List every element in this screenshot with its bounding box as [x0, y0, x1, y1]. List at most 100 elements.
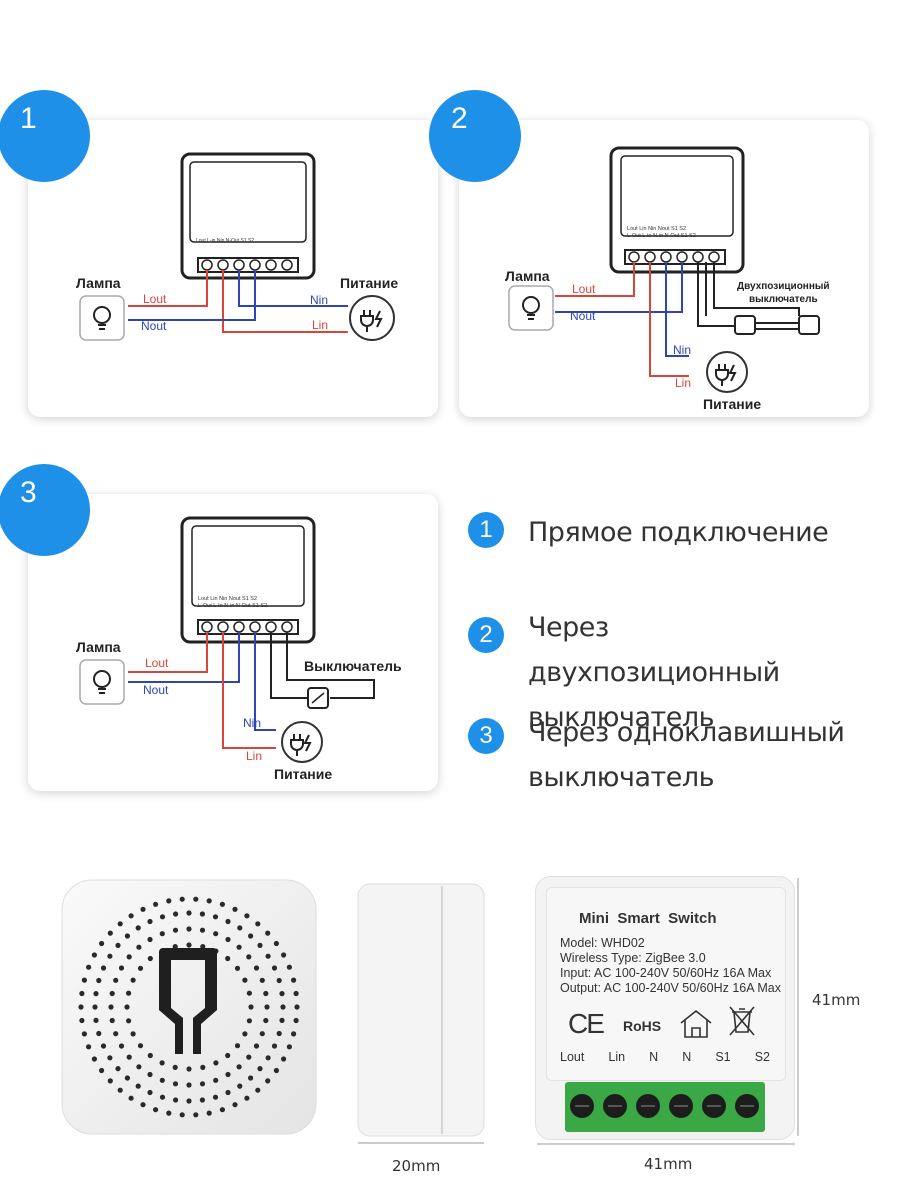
vent-hole	[172, 1081, 179, 1087]
vent-hole	[147, 955, 153, 962]
terminal-label: Lout	[560, 1050, 585, 1064]
vent-hole	[173, 911, 179, 917]
vent-hole	[140, 906, 146, 912]
vent-hole	[186, 1066, 192, 1072]
vent-hole	[117, 921, 123, 927]
vent-hole	[100, 965, 107, 971]
vent-hole	[136, 1064, 142, 1070]
label-plate	[546, 887, 786, 1081]
vent-hole	[237, 1083, 243, 1089]
vent-hole	[193, 1112, 199, 1118]
svg-text:L-Out L-in N-in N-Out S1 S2: L-Out L-in N-in N-Out S1 S2	[627, 233, 696, 239]
vent-hole	[264, 1004, 270, 1010]
terminal-label: S2	[754, 1050, 770, 1064]
diagram-card-3: 3 Lout Lin Nin Nout S1 S2 L-Out L-In N-i…	[0, 464, 438, 791]
product-side-view	[357, 883, 485, 1144]
vent-hole	[193, 896, 199, 902]
wiring-diagram-3: Lout Lin Nin Nout S1 S2 L-Out L-In N-in …	[79, 516, 375, 763]
vent-hole	[126, 990, 132, 996]
vent-hole	[213, 931, 219, 937]
vent-hole	[265, 930, 271, 936]
vent-hole	[199, 1097, 205, 1103]
vent-hole	[244, 913, 250, 919]
vent-hole	[172, 1064, 178, 1070]
wire-label-lin: Lin	[312, 318, 329, 332]
diagram-number-badge: 2	[429, 90, 521, 182]
wire-label-lout: Lout	[145, 656, 169, 670]
svg-text:Lout Lin Nin Nout S1 S2: Lout Lin Nin Nout S1 S2	[627, 226, 686, 232]
vent-hole	[265, 953, 271, 959]
vent-hole	[140, 1102, 146, 1108]
vent-hole	[109, 1017, 115, 1024]
vent-hole	[263, 1017, 269, 1024]
wire-label-lin: Lin	[675, 376, 692, 390]
vent-hole	[159, 914, 166, 920]
vent-hole	[96, 977, 102, 984]
vent-hole	[108, 1004, 114, 1010]
vent-hole	[126, 1054, 132, 1060]
bin-icon	[729, 1006, 755, 1036]
vent-hole	[91, 952, 97, 958]
vent-hole	[186, 910, 192, 916]
vent-hole	[124, 1075, 130, 1081]
vent-hole	[246, 954, 252, 960]
wire-label-nout: Nout	[570, 309, 596, 323]
vent-hole	[276, 977, 282, 984]
vent-hole	[115, 942, 121, 948]
dimension-height: 41mm	[812, 991, 861, 1009]
vent-hole	[118, 1043, 125, 1049]
vent-hole	[199, 1081, 206, 1087]
vent-hole	[173, 1097, 179, 1103]
vent-hole	[259, 977, 265, 983]
vent-hole	[128, 1095, 134, 1101]
vent-hole	[81, 977, 87, 983]
terminal-label: Lin	[608, 1050, 626, 1064]
vent-hole	[93, 1017, 99, 1023]
vent-hole	[81, 1031, 87, 1037]
vent-hole	[115, 1066, 121, 1072]
spec-wireless: Wireless Type: ZigBee 3.0	[560, 951, 706, 965]
vent-hole	[159, 931, 165, 937]
vent-hole	[135, 925, 141, 931]
vent-hole	[79, 990, 85, 997]
vent-hole	[147, 1089, 153, 1096]
vent-hole	[166, 1110, 172, 1116]
vent-hole	[271, 1043, 278, 1049]
legend-item-1: 1 Прямое подключение	[468, 510, 858, 555]
wire-label-nout: Nout	[143, 683, 169, 697]
vent-hole	[293, 1017, 299, 1024]
vent-hole	[200, 944, 206, 950]
vent-hole	[147, 936, 153, 943]
vent-hole	[234, 965, 241, 971]
vent-hole	[179, 896, 185, 902]
vent-hole	[206, 1110, 212, 1116]
vent-hole	[159, 1060, 165, 1066]
vent-hole	[279, 991, 285, 997]
terminal-block	[565, 1082, 765, 1132]
vent-hole	[281, 1056, 287, 1062]
vent-hole	[130, 977, 136, 983]
lamp-label: Лампа	[505, 268, 550, 284]
vent-hole	[92, 1004, 98, 1010]
vent-hole	[136, 944, 142, 950]
vent-hole	[212, 1094, 219, 1100]
house-icon	[680, 1009, 712, 1038]
vent-hole	[186, 942, 192, 948]
vent-hole	[93, 991, 99, 997]
vent-hole	[276, 1030, 282, 1037]
vent-hole	[255, 921, 261, 927]
vent-hole	[225, 1089, 231, 1096]
wire-label-lin: Lin	[246, 749, 263, 763]
vent-hole	[137, 965, 144, 971]
vent-hole	[186, 1098, 192, 1104]
legend-number: 3	[468, 718, 504, 754]
vent-hole	[237, 925, 243, 931]
vent-hole	[206, 898, 212, 904]
wire-label-nin: Nin	[243, 716, 262, 730]
vent-hole	[265, 1055, 271, 1061]
vent-hole	[225, 955, 231, 962]
vent-hole	[248, 933, 254, 939]
vent-hole	[153, 1107, 159, 1113]
vent-hole	[279, 1017, 285, 1023]
vent-hole	[242, 1031, 248, 1037]
